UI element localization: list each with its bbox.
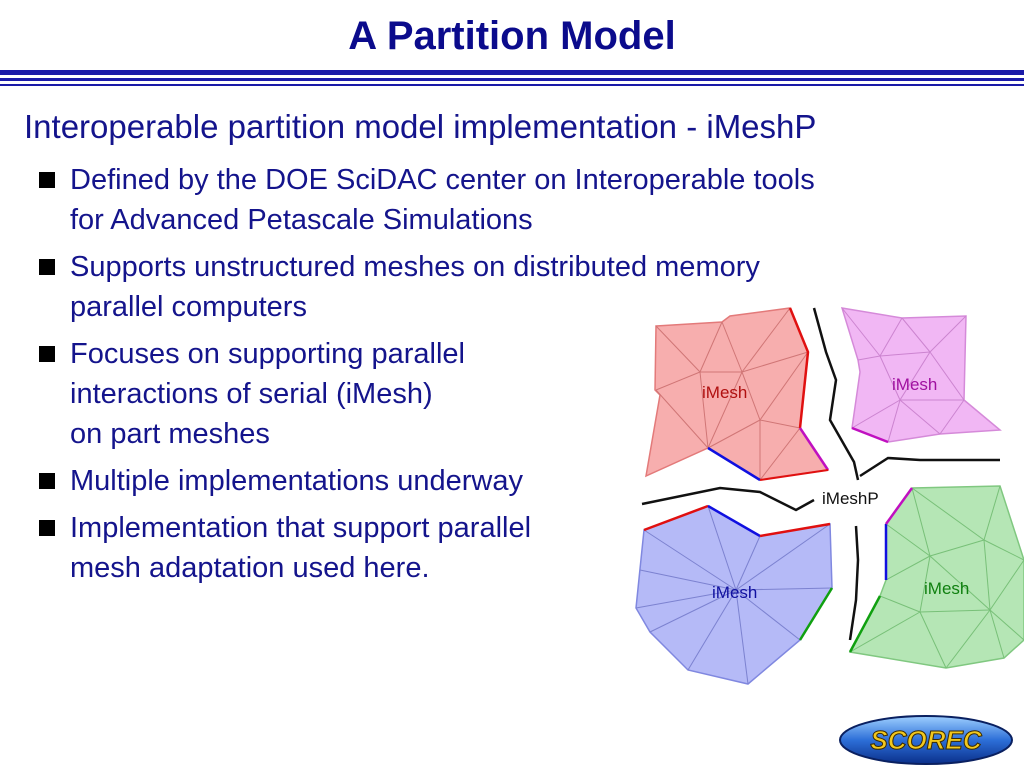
square-bullet-icon <box>39 259 55 275</box>
part-label-magenta: iMesh <box>892 375 937 394</box>
bullet-item: Supports unstructured meshes on distribu… <box>36 247 815 327</box>
square-bullet-icon <box>39 346 55 362</box>
square-bullet-icon <box>39 520 55 536</box>
boundary-line-vertical-top <box>812 307 860 481</box>
bullet-item: Defined by the DOE SciDAC center on Inte… <box>36 160 815 240</box>
bullet-line: Defined by the DOE SciDAC center on Inte… <box>70 164 815 196</box>
boundary-line-horizontal-right <box>859 456 1000 478</box>
partition-diagram: iMesh iMesh <box>635 307 1024 685</box>
part-label-green: iMesh <box>924 579 969 598</box>
bullet-line: parallel computers <box>70 291 307 323</box>
part-label-red: iMesh <box>702 383 747 402</box>
imeshp-label: iMeshP <box>822 489 879 508</box>
bullet-item: Focuses on supporting parallel interacti… <box>36 334 815 454</box>
boundary-line-horizontal-left <box>641 486 815 512</box>
bullet-list: Defined by the DOE SciDAC center on Inte… <box>36 160 815 595</box>
part-label-blue: iMesh <box>712 583 757 602</box>
logo-text: SCOREC <box>870 725 982 755</box>
bullet-line: interactions of serial (iMesh) <box>70 378 433 410</box>
logo-ellipse <box>839 715 1013 765</box>
bullet-line: Implementation that support parallel <box>70 512 532 544</box>
boundary-line-vertical-bottom <box>848 525 860 641</box>
part-mesh-green: iMesh <box>848 485 1024 669</box>
title-rule-top <box>0 70 1024 75</box>
square-bullet-icon <box>39 172 55 188</box>
bullet-line: on part meshes <box>70 418 270 450</box>
bullet-line: for Advanced Petascale Simulations <box>70 204 533 236</box>
bullet-line: Supports unstructured meshes on distribu… <box>70 251 760 283</box>
part-mesh-red: iMesh <box>645 307 830 482</box>
part-mesh-blue: iMesh <box>635 504 834 685</box>
partition-boundaries <box>641 307 1000 641</box>
title-rule-bottom <box>0 84 1024 86</box>
bullet-line: mesh adaptation used here. <box>70 552 430 584</box>
bullet-item: Implementation that support parallel mes… <box>36 508 815 588</box>
square-bullet-icon <box>39 473 55 489</box>
scorec-logo: SCOREC <box>839 715 1013 765</box>
part-mesh-magenta: iMesh <box>840 307 1002 444</box>
bullet-item: Multiple implementations underway <box>36 461 815 501</box>
bullet-line: Multiple implementations underway <box>70 465 523 497</box>
slide-title: A Partition Model <box>348 14 676 58</box>
slide-subtitle: Interoperable partition model implementa… <box>24 108 817 145</box>
bullet-line: Focuses on supporting parallel <box>70 338 465 370</box>
title-rule-middle <box>0 78 1024 81</box>
